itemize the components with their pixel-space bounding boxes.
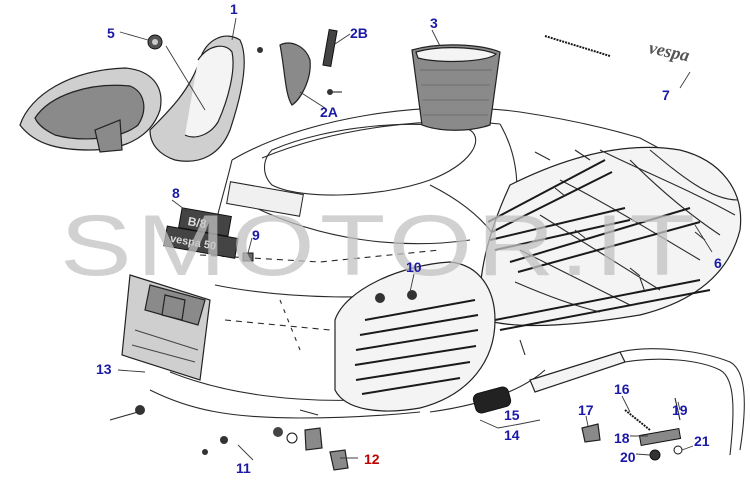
leg-shield-cowl-1	[19, 35, 245, 162]
small-screw-near-1	[257, 47, 263, 53]
plate-holder-13	[121, 274, 211, 381]
fittings-11-12	[109, 405, 349, 471]
callout-20: 20	[620, 449, 636, 465]
screw-19	[674, 397, 681, 421]
vespa-script-badge-7: vespa	[647, 37, 691, 65]
callout-21: 21	[694, 433, 710, 449]
callout-1: 1	[230, 1, 238, 17]
trim-strips-6	[487, 149, 711, 356]
spring-top	[544, 35, 611, 57]
callout-3: 3	[430, 15, 438, 31]
tube-14	[529, 348, 745, 456]
hinge-plate-18	[638, 428, 682, 446]
storage-bin-3	[411, 44, 501, 131]
callout-11: 11	[236, 460, 251, 476]
callout-19: 19	[672, 402, 688, 418]
leader-lines	[117, 17, 713, 461]
bolt-5	[147, 34, 163, 50]
callout-2a: 2A	[320, 104, 338, 120]
callout-18: 18	[614, 430, 630, 446]
grip-15	[472, 386, 512, 414]
nut-20	[649, 449, 661, 461]
spring-16	[624, 409, 651, 431]
callout-17: 17	[578, 402, 594, 418]
callout-14: 14	[504, 427, 520, 443]
callout-9: 9	[252, 227, 260, 243]
callout-5: 5	[107, 25, 115, 41]
badges-8: B/8 vespa 50	[163, 181, 304, 259]
callout-7: 7	[662, 87, 670, 103]
engine-cowl-10	[334, 261, 496, 412]
callout-12: 12	[364, 451, 380, 467]
badge-b8-text: B/8	[187, 214, 208, 231]
washer-21	[673, 445, 683, 455]
callout-10: 10	[406, 259, 422, 275]
bracket-2A	[279, 42, 342, 106]
callout-15: 15	[504, 407, 520, 423]
strip-2B	[322, 28, 338, 68]
callout-2b: 2B	[350, 25, 368, 41]
watermark-text: SMOTOR.IT	[60, 198, 700, 294]
callout-16: 16	[614, 381, 630, 397]
callout-6: 6	[714, 255, 722, 271]
vespa-script-text: vespa	[647, 37, 691, 65]
callout-13: 13	[96, 361, 112, 377]
callout-8: 8	[172, 185, 180, 201]
callout-labels: 1 2A 2B 3 5 6 7 8 9 10 11 12 13 14 15 16…	[96, 1, 722, 476]
clip-17	[581, 423, 601, 443]
